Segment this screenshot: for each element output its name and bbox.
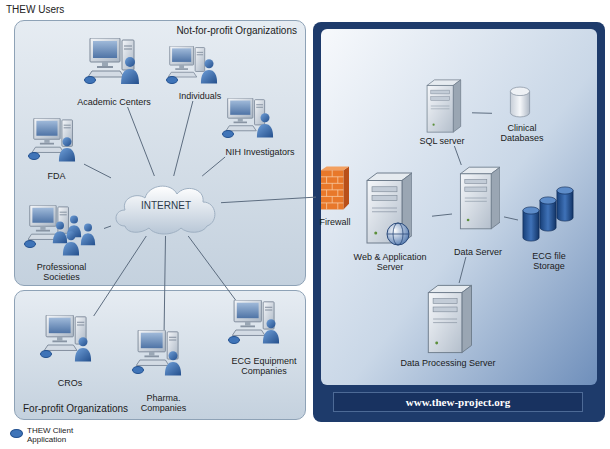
server-panel (321, 29, 597, 385)
firewall-node: Firewall (316, 165, 354, 227)
server-icons (321, 80, 573, 353)
group-heading: For-profit Organizations (23, 404, 128, 414)
node-label: Data Processing Server (398, 358, 498, 368)
server-node: Web & Application Server (348, 170, 432, 272)
server-node: Data Server (452, 165, 504, 257)
node-label: INTERNET (111, 201, 221, 211)
user-node: FDA (29, 119, 84, 181)
node-label: Professional Societies (19, 262, 104, 282)
internet-cloud: INTERNET (111, 176, 221, 236)
node-label: Data Server (452, 247, 504, 257)
group-panel: Not-for-profit OrganizationsAcademic Cen… (14, 20, 306, 286)
user-node: NIH Investigators (216, 99, 304, 157)
node-label: SQL server (412, 136, 472, 146)
network-link (459, 257, 466, 283)
user-node: Professional Societies (19, 206, 104, 282)
group-panel: For-profit Organizations CROsPharma. Comp… (14, 290, 306, 420)
legend-row: THEW Client Application (8, 425, 98, 447)
network-link (432, 214, 452, 216)
network-link (174, 101, 193, 176)
network-link (472, 112, 492, 114)
network-link (128, 107, 155, 176)
node-label: Academic Centers (69, 97, 159, 107)
network-link (454, 146, 461, 165)
database-node: Clinical Databases (492, 85, 552, 143)
legend-swatch (10, 429, 23, 438)
network-link (94, 236, 147, 316)
node-label: FDA (29, 171, 84, 181)
network-link (188, 236, 236, 301)
user-node: Academic Centers (69, 37, 159, 107)
node-label: Firewall (316, 217, 354, 227)
network-link (221, 197, 316, 203)
url-band: www.thew-project.org (333, 392, 583, 412)
node-label: ECG file Storage (518, 251, 580, 271)
network-link (84, 164, 111, 178)
storage-node: ECG file Storage (518, 183, 580, 271)
node-label: NIH Investigators (216, 147, 304, 157)
node-label: Individuals (166, 91, 234, 101)
network-link (164, 236, 165, 331)
network-link (504, 217, 518, 220)
node-label: Web & Application Server (348, 252, 432, 272)
network-link (104, 226, 111, 229)
node-label: Pharma. Companies (131, 393, 196, 413)
user-node: Individuals (166, 46, 234, 101)
user-node: CROs (39, 316, 101, 388)
network-link (202, 157, 225, 176)
legend-text: THEW Client Application (27, 426, 85, 444)
diagram-title: THEW Users (6, 4, 64, 15)
node-label: ECG Equipment Companies (223, 356, 305, 376)
user-icons (25, 38, 280, 376)
server-panel-frame (313, 22, 605, 422)
node-label: www.thew-project.org (334, 396, 582, 409)
server-node: Data Processing Server (398, 283, 498, 368)
server-node: SQL server (412, 78, 472, 146)
user-node: Pharma. Companies (131, 331, 196, 413)
node-label: CROs (39, 378, 101, 388)
node-label: Clinical Databases (492, 123, 552, 143)
user-node: ECG Equipment Companies (223, 301, 305, 376)
group-heading: Not-for-profit Organizations (176, 26, 297, 36)
